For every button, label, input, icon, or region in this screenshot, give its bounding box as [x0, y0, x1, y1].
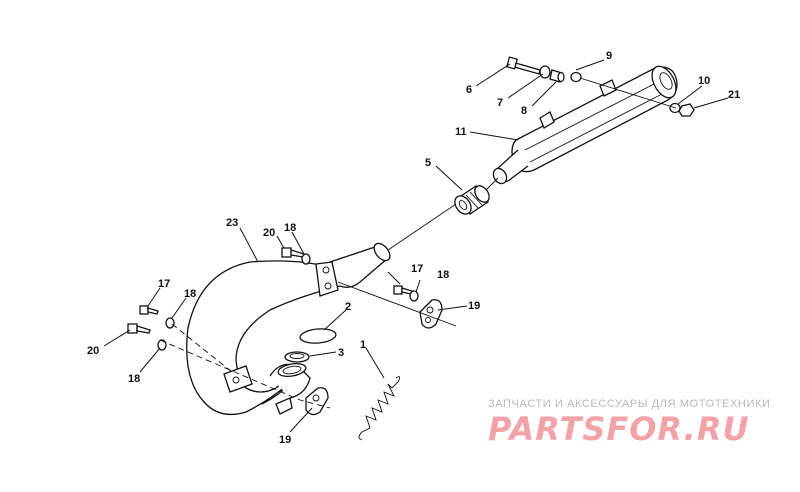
washer-part-7	[539, 65, 551, 79]
bolt-part-17-left	[139, 305, 159, 315]
gasket-part-2	[299, 328, 337, 344]
spacer-part-8	[549, 69, 565, 83]
seal-ring-part-3	[284, 351, 310, 363]
callout-19-upper: 19	[468, 300, 480, 312]
washer-part-18-upper	[301, 253, 311, 265]
callout-11: 11	[455, 126, 467, 138]
callout-18-right: 18	[437, 269, 449, 281]
callout-18-left: 18	[184, 288, 196, 300]
callout-17-left: 17	[158, 278, 170, 290]
bolt-part-20-left	[127, 323, 151, 334]
washer-part-18-lower-left	[157, 339, 167, 351]
leader-lines	[103, 59, 729, 433]
callout-21: 21	[728, 89, 740, 101]
axis-line-damper-to-silencer	[485, 177, 499, 191]
callout-7: 7	[497, 97, 503, 109]
callout-18-upper: 18	[284, 222, 296, 234]
bolt-part-20-upper	[281, 247, 305, 258]
callout-1: 1	[360, 339, 366, 351]
watermark-tagline: ЗАПЧАСТИ И АКСЕССУАРЫ ДЛЯ МОТОТЕХНИКИ	[488, 398, 771, 410]
callout-18-lower-left: 18	[128, 373, 140, 385]
damper-part-5	[454, 185, 490, 215]
callout-10: 10	[698, 75, 710, 87]
callout-3: 3	[338, 347, 344, 359]
callout-8: 8	[521, 105, 527, 117]
axis-line-mount	[579, 77, 677, 109]
callout-17-right: 17	[411, 263, 423, 275]
watermark-logo: PARTSFOR.RU	[488, 410, 750, 448]
callout-23: 23	[226, 217, 238, 229]
washer-part-18-left	[165, 317, 175, 329]
callout-9: 9	[606, 50, 612, 62]
axis-line-left-bolt	[171, 323, 233, 373]
bracket-part-19-upper	[419, 299, 443, 329]
callout-20-upper: 20	[263, 227, 275, 239]
silencer-part-11	[492, 65, 678, 185]
callout-20-left: 20	[87, 345, 99, 357]
axis-line-pipe-to-damper	[387, 203, 457, 251]
washer-part-9	[570, 71, 582, 83]
axis-line-bracket-lower	[159, 339, 331, 409]
spring-part-1	[358, 376, 401, 441]
callout-19-lower: 19	[279, 434, 291, 446]
callout-6: 6	[466, 84, 472, 96]
nut-part-21	[678, 103, 695, 117]
bolt-part-17-right	[393, 285, 413, 295]
callout-5: 5	[425, 157, 431, 169]
exhaust-pipe-part-23	[186, 242, 391, 416]
washer-part-18-right	[409, 290, 419, 302]
axis-line-bracket-upper	[337, 281, 457, 327]
callout-2: 2	[345, 301, 351, 313]
bolt-part-6	[506, 56, 541, 75]
